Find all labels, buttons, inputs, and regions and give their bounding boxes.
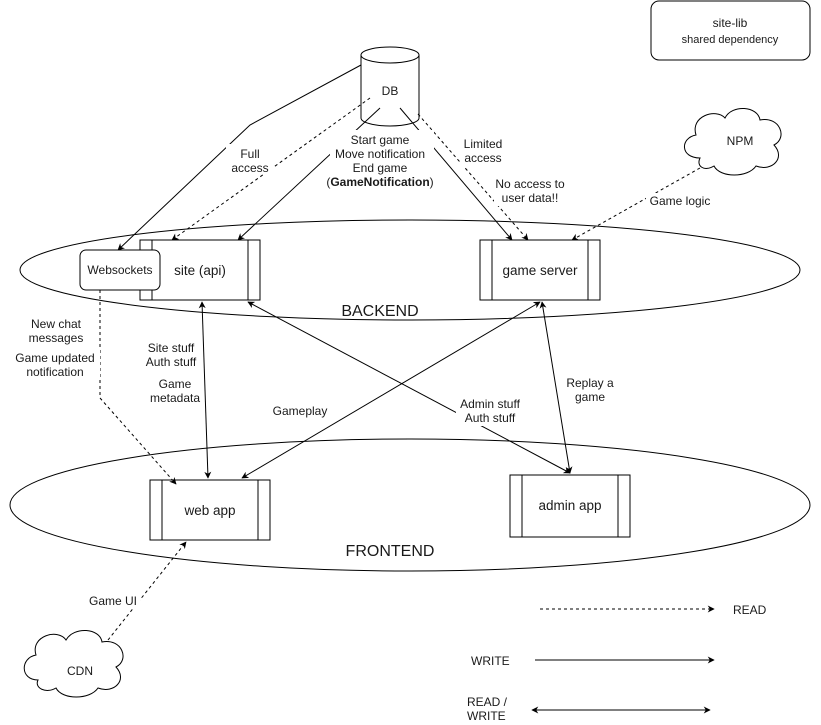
edge-game-server-web-app — [241, 301, 541, 479]
svg-text:access: access — [231, 161, 268, 175]
svg-text:Limited: Limited — [464, 137, 503, 151]
label-limited-access: Limited access — [460, 137, 508, 167]
svg-text:user data!!: user data!! — [502, 191, 559, 205]
svg-text:notification: notification — [26, 365, 83, 379]
label-start-game: Start game Move notification End game (G… — [326, 130, 434, 189]
svg-text:Admin stuff: Admin stuff — [460, 397, 520, 411]
svg-text:Game updated: Game updated — [15, 351, 94, 365]
svg-text:End game: End game — [353, 161, 408, 175]
edge-websockets-web-app — [99, 290, 177, 485]
label-full-access: Full access — [226, 144, 274, 175]
admin-app-node: admin app — [509, 474, 631, 538]
cdn-label: CDN — [67, 664, 93, 678]
label-site-stuff: Site stuff Auth stuff — [142, 341, 200, 371]
label-game-updated: Game updated notification — [12, 350, 100, 380]
websockets-node: Websockets — [79, 249, 161, 291]
edge-site-admin-app — [247, 301, 571, 474]
label-replay: Replay a game — [562, 375, 618, 405]
svg-text:Game UI: Game UI — [89, 594, 137, 608]
label-game-ui: Game UI — [86, 593, 140, 609]
site-lib-box: site-lib shared dependency — [650, 0, 811, 61]
edge-db-websockets — [117, 64, 362, 251]
legend-read-write-label-2: WRITE — [467, 709, 506, 723]
legend-read-label: READ — [733, 603, 767, 617]
websockets-label: Websockets — [87, 263, 152, 277]
svg-text:No access to: No access to — [495, 177, 565, 191]
edge-cdn-web-app — [107, 541, 187, 641]
svg-text:game: game — [575, 390, 605, 404]
legend-read-write-label-1: READ / — [467, 695, 508, 709]
game-server-node: game server — [479, 239, 601, 301]
site-api-label: site (api) — [174, 263, 226, 278]
svg-text:access: access — [464, 151, 501, 165]
svg-text:New chat: New chat — [31, 317, 82, 331]
label-gameplay: Gameplay — [270, 403, 330, 419]
svg-text:Full: Full — [240, 147, 259, 161]
label-new-chat: New chat messages — [26, 316, 86, 346]
site-lib-subtitle: shared dependency — [682, 34, 779, 46]
edge-npm-game-server — [571, 167, 701, 241]
backend-label: BACKEND — [341, 303, 418, 320]
game-notification-label: (GameNotification) — [326, 175, 433, 189]
svg-text:Auth stuff: Auth stuff — [465, 411, 516, 425]
npm-cloud: NPM — [684, 108, 782, 176]
svg-text:Auth stuff: Auth stuff — [146, 355, 197, 369]
svg-text:Move notification: Move notification — [335, 147, 425, 161]
web-app-node: web app — [149, 479, 271, 541]
edge-db-game-server-read — [417, 113, 529, 241]
label-game-metadata: Game metadata — [146, 376, 202, 406]
label-admin-stuff: Admin stuff Auth stuff — [456, 396, 524, 426]
svg-text:Gameplay: Gameplay — [273, 404, 328, 418]
label-no-access: No access to user data!! — [494, 176, 570, 206]
db-node: DB — [360, 46, 420, 127]
svg-text:messages: messages — [29, 331, 84, 345]
label-game-logic: Game logic — [646, 193, 714, 209]
db-label: DB — [382, 84, 399, 98]
npm-label: NPM — [727, 134, 754, 148]
svg-text:Game logic: Game logic — [650, 194, 711, 208]
svg-text:Replay a: Replay a — [566, 376, 614, 390]
cdn-cloud: CDN — [23, 630, 124, 698]
legend-write-label: WRITE — [471, 654, 510, 668]
legend: READ WRITE READ / WRITE — [467, 603, 767, 723]
admin-app-label: admin app — [538, 498, 601, 513]
edge-game-server-admin-app — [539, 301, 573, 474]
edge-site-web-app — [198, 301, 212, 479]
game-server-label: game server — [502, 263, 578, 278]
svg-text:Start game: Start game — [351, 133, 410, 147]
svg-text:metadata: metadata — [150, 391, 200, 405]
svg-text:Site stuff: Site stuff — [148, 341, 195, 355]
site-lib-title: site-lib — [713, 16, 748, 30]
svg-text:Game: Game — [159, 377, 192, 391]
frontend-label: FRONTEND — [346, 543, 435, 560]
web-app-label: web app — [183, 503, 235, 518]
